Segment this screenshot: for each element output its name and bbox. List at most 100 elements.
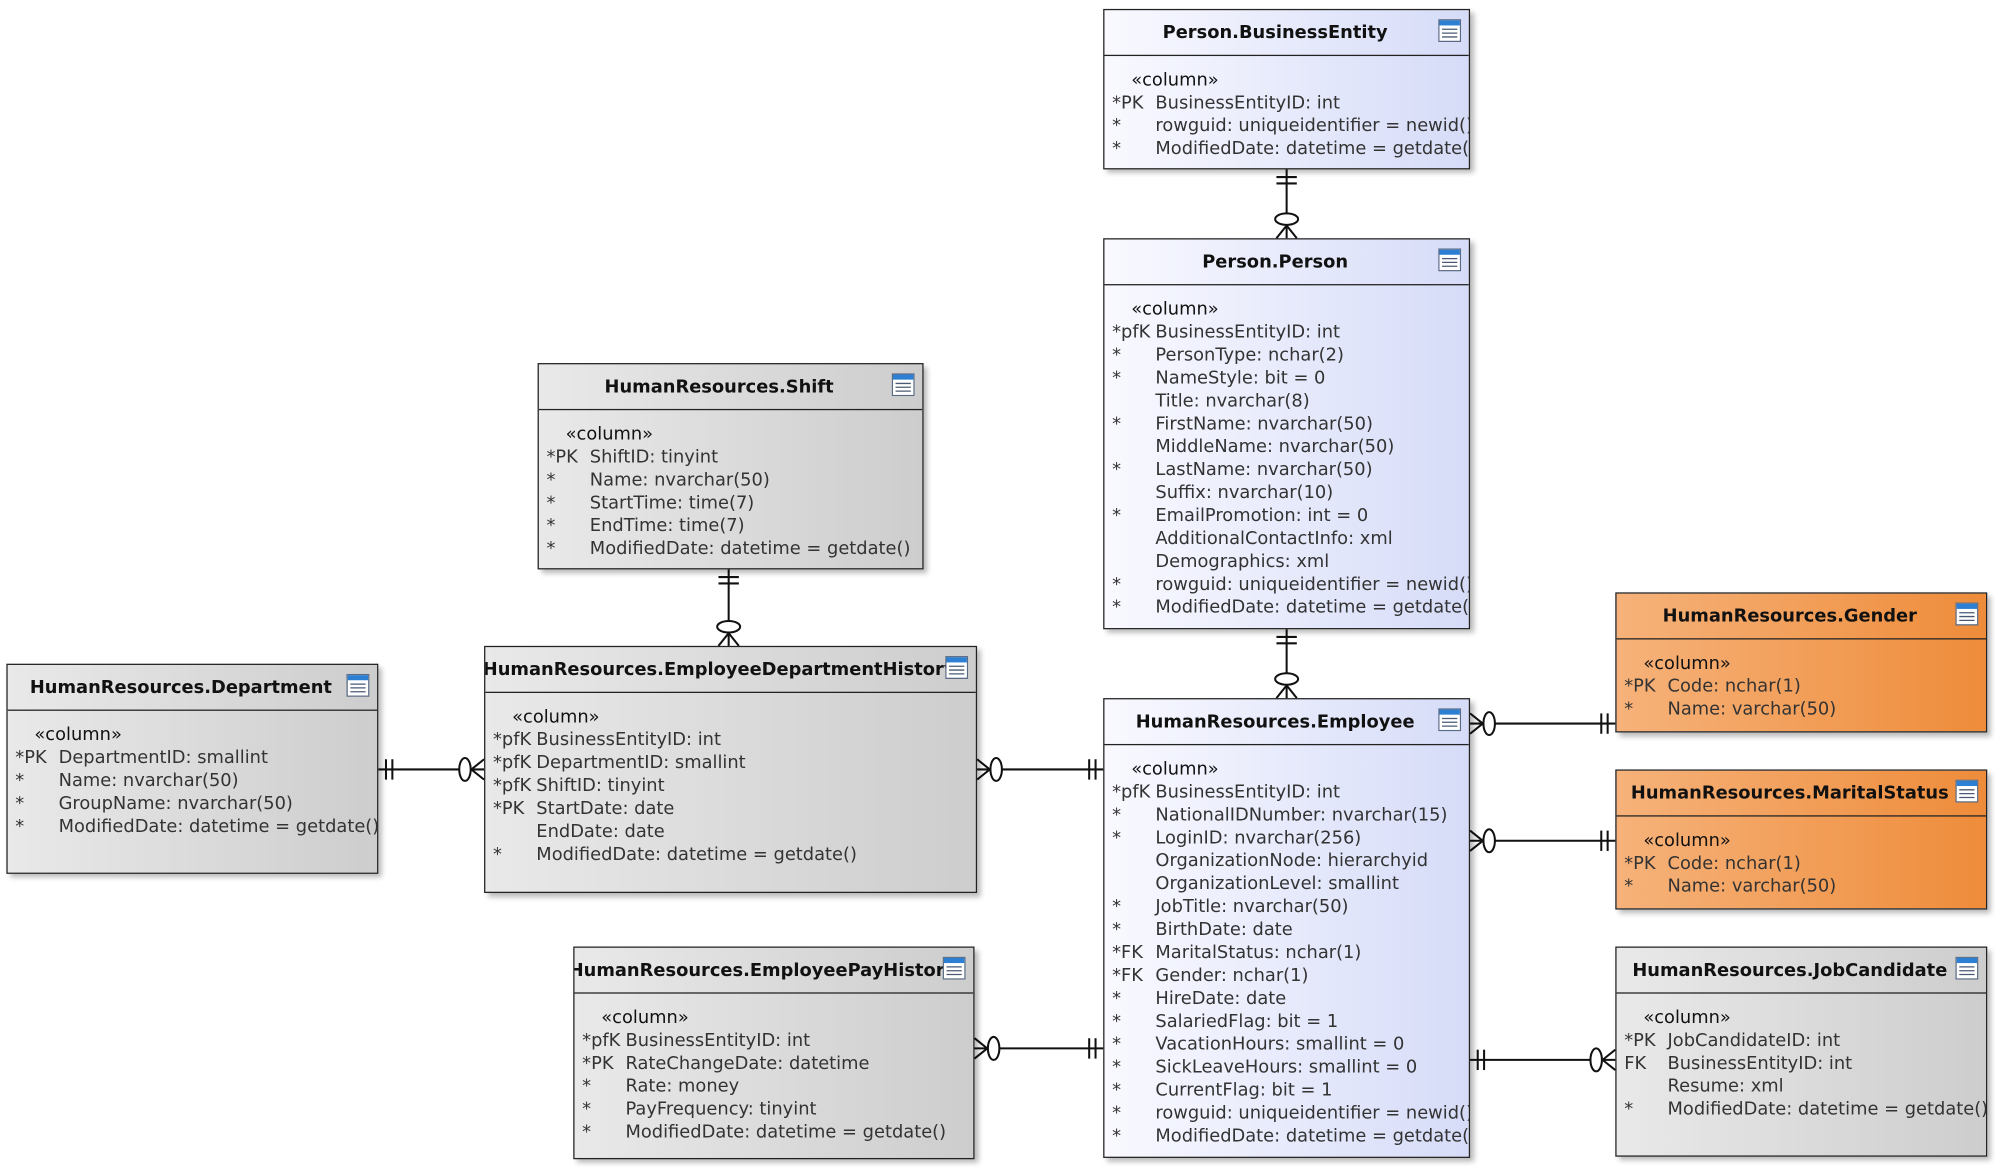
column-row[interactable]: *VacationHours: smallint = 0 (1112, 1033, 1469, 1056)
table-icon[interactable] (891, 373, 915, 397)
table-icon[interactable] (1438, 248, 1462, 272)
column-row[interactable]: *NationalIDNumber: nvarchar(15) (1112, 804, 1469, 827)
column-row[interactable]: Title: nvarchar(8) (1112, 390, 1469, 413)
column-row[interactable]: Demographics: xml (1112, 550, 1469, 573)
column-key-marker: *PK (1624, 1030, 1656, 1051)
entity-hr-eph[interactable]: HumanResources.EmployeePayHistory«column… (573, 946, 975, 1160)
relationship-rel-employee-eph[interactable] (973, 1035, 1104, 1061)
column-row[interactable]: *ModifiedDate: datetime = getdate() (1112, 1125, 1469, 1148)
column-row[interactable]: *ModifiedDate: datetime = getdate() (546, 538, 922, 561)
relationship-rel-shift-edh[interactable] (716, 569, 742, 647)
column-row[interactable]: *LastName: nvarchar(50) (1112, 459, 1469, 482)
table-icon[interactable] (346, 673, 370, 697)
column-row[interactable]: *StartTime: time(7) (546, 492, 922, 515)
table-icon[interactable] (1438, 19, 1462, 43)
column-row[interactable]: *EmailPromotion: int = 0 (1112, 504, 1469, 527)
entity-title: HumanResources.EmployeeDepartmentHistory (485, 647, 976, 693)
column-row[interactable]: OrganizationNode: hierarchyid (1112, 850, 1469, 873)
column-row[interactable]: *CurrentFlag: bit = 1 (1112, 1079, 1469, 1102)
column-row[interactable]: *LoginID: nvarchar(256) (1112, 827, 1469, 850)
column-row[interactable]: *PayFrequency: tinyint (582, 1098, 973, 1121)
table-icon[interactable] (1955, 779, 1979, 803)
column-row[interactable]: *NameStyle: bit = 0 (1112, 367, 1469, 390)
column-row[interactable]: *Name: varchar(50) (1624, 875, 1986, 898)
column-row[interactable]: Resume: xml (1624, 1075, 1986, 1098)
column-row[interactable]: *ModifiedDate: datetime = getdate() (1112, 596, 1469, 619)
table-icon[interactable] (945, 656, 969, 679)
column-row[interactable]: *BirthDate: date (1112, 918, 1469, 941)
relationship-rel-maritalstatus-employee[interactable] (1469, 828, 1616, 854)
column-row[interactable]: *GroupName: nvarchar(50) (15, 792, 377, 815)
column-row[interactable]: AdditionalContactInfo: xml (1112, 527, 1469, 550)
table-icon[interactable] (1955, 956, 1979, 980)
column-definition: Suffix: nvarchar(10) (1155, 482, 1334, 504)
relationship-rel-employee-edh[interactable] (976, 756, 1104, 782)
column-row[interactable]: OrganizationLevel: smallint (1112, 873, 1469, 896)
table-icon[interactable] (1955, 602, 1979, 626)
column-definition: rowguid: uniqueidentifier = newid() (1155, 115, 1471, 137)
column-definition: ModifiedDate: datetime = getdate() (536, 844, 857, 865)
column-row[interactable]: *Name: nvarchar(50) (15, 769, 377, 792)
relationship-rel-gender-employee[interactable] (1469, 711, 1616, 737)
column-row[interactable]: *HireDate: date (1112, 987, 1469, 1010)
column-row[interactable]: *JobTitle: nvarchar(50) (1112, 896, 1469, 919)
column-row[interactable]: *Name: varchar(50) (1624, 698, 1986, 721)
column-key-marker: * (1112, 597, 1122, 618)
column-row[interactable]: *SalariedFlag: bit = 1 (1112, 1010, 1469, 1033)
column-row[interactable]: *ModifiedDate: datetime = getdate() (1112, 138, 1469, 161)
relationship-rel-businessentity-person[interactable] (1274, 169, 1300, 239)
column-row[interactable]: *ModifiedDate: datetime = getdate() (15, 815, 377, 838)
column-row[interactable]: *SickLeaveHours: smallint = 0 (1112, 1056, 1469, 1079)
column-row[interactable]: *Name: nvarchar(50) (546, 469, 922, 492)
crows-foot-prong (976, 768, 991, 781)
column-row[interactable]: *EndTime: time(7) (546, 515, 922, 538)
relationship-rel-department-edh[interactable] (378, 756, 485, 782)
table-icon[interactable] (1438, 708, 1462, 732)
column-row[interactable]: *Rate: money (582, 1075, 973, 1098)
column-row[interactable]: *ModifiedDate: datetime = getdate() (1624, 1098, 1986, 1121)
column-row[interactable]: EndDate: date (493, 820, 976, 843)
table-icon[interactable] (942, 956, 966, 980)
column-row[interactable]: *rowguid: uniqueidentifier = newid() (1112, 1102, 1469, 1125)
column-definition: LastName: nvarchar(50) (1155, 459, 1373, 481)
entity-hr-edh[interactable]: HumanResources.EmployeeDepartmentHistory… (484, 645, 978, 893)
relationship-rel-employee-jobcandidate[interactable] (1470, 1047, 1616, 1073)
relationship-rel-person-employee[interactable] (1274, 629, 1300, 699)
column-row[interactable]: *rowguid: uniqueidentifier = newid() (1112, 115, 1469, 138)
column-row[interactable]: MiddleName: nvarchar(50) (1112, 436, 1469, 459)
column-row[interactable]: *PersonType: nchar(2) (1112, 344, 1469, 367)
column-row[interactable]: *ModifiedDate: datetime = getdate() (582, 1121, 973, 1144)
column-key-marker: * (546, 515, 556, 537)
column-row[interactable]: *rowguid: uniqueidentifier = newid() (1112, 573, 1469, 596)
column-row[interactable]: *ModifiedDate: datetime = getdate() (493, 843, 976, 866)
column-definition: BusinessEntityID: int (536, 729, 721, 751)
column-row[interactable]: *FirstName: nvarchar(50) (1112, 413, 1469, 436)
column-row[interactable]: Suffix: nvarchar(10) (1112, 482, 1469, 505)
